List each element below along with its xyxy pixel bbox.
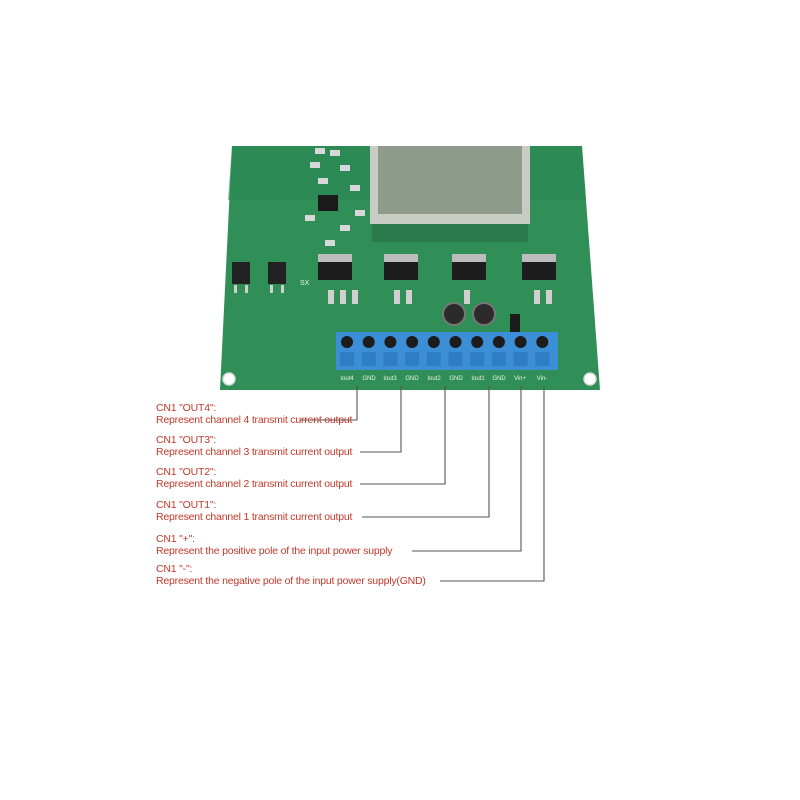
leader-lines — [300, 386, 545, 582]
terminal-screw — [492, 336, 505, 348]
terminal-label: Vin- — [536, 376, 548, 382]
transistor-group — [318, 254, 556, 280]
terminal-label: GND — [362, 376, 376, 382]
terminal-label: Iout1 — [471, 376, 485, 382]
terminal-socket — [340, 352, 354, 366]
terminal-socket — [361, 352, 376, 366]
callout-title: CN1 "OUT3": — [156, 434, 217, 446]
mounting-hole-left — [222, 372, 236, 386]
callout-title: CN1 "OUT4": — [156, 402, 217, 414]
terminal-label: GND — [449, 376, 463, 382]
terminal-label: Iout3 — [383, 376, 397, 382]
terminal-socket — [535, 352, 550, 366]
callout-description: Represent channel 4 transmit current out… — [156, 414, 353, 426]
callout-description: Represent the negative pole of the input… — [156, 575, 426, 587]
leader-out3 — [360, 386, 402, 453]
terminal-label: Iout4 — [340, 376, 354, 382]
terminal-screws — [340, 336, 550, 366]
lcd-bezel-bottom — [372, 224, 528, 242]
terminal-screw — [341, 336, 353, 348]
callout-vin-minus: CN1 "-": Represent the negative pole of … — [156, 563, 426, 587]
leader-out1 — [362, 386, 490, 518]
callout-description: Represent channel 1 transmit current out… — [156, 511, 353, 523]
smd-components-left — [305, 148, 365, 246]
switch-pins — [234, 285, 284, 293]
capacitor-1 — [442, 302, 466, 326]
leader-vin-minus — [440, 386, 545, 582]
leader-vin-plus — [412, 386, 522, 552]
terminal-socket — [491, 352, 506, 366]
callout-out4: CN1 "OUT4": Represent channel 4 transmit… — [156, 402, 352, 426]
mounting-hole-right — [583, 372, 597, 386]
terminal-socket — [513, 352, 528, 366]
callout-out1: CN1 "OUT1": Represent channel 1 transmit… — [156, 499, 352, 523]
terminal-screw — [471, 336, 484, 348]
callout-title: CN1 "OUT1": — [156, 499, 217, 511]
callout-title: CN1 "OUT2": — [156, 466, 217, 478]
sensor-post — [510, 314, 520, 336]
terminal-screw — [427, 336, 440, 348]
capacitor-2 — [472, 302, 496, 326]
switch-left-1 — [232, 262, 250, 284]
callout-out3: CN1 "OUT3": Represent channel 3 transmit… — [156, 434, 352, 458]
callout-out2: CN1 "OUT2": Represent channel 2 transmit… — [156, 466, 352, 490]
terminal-label: Iout2 — [427, 376, 441, 382]
sx-label: SX — [300, 280, 310, 287]
leader-out4 — [300, 386, 358, 421]
callout-vin-plus: CN1 "+": Represent the positive pole of … — [156, 533, 393, 557]
terminal-screw — [384, 336, 397, 348]
terminal-socket — [448, 352, 463, 366]
callout-title: CN1 "-": — [156, 563, 193, 575]
callout-description: Represent the positive pole of the input… — [156, 545, 393, 557]
terminal-label: Vin+ — [513, 376, 527, 382]
callout-description: Represent channel 3 transmit current out… — [156, 446, 353, 458]
resistor-row — [328, 290, 552, 304]
terminal-screw — [536, 336, 549, 348]
terminal-label: GND — [492, 376, 506, 382]
terminal-socket — [426, 352, 441, 366]
terminal-socket — [405, 352, 420, 366]
terminal-screw — [449, 336, 462, 348]
terminal-socket — [383, 352, 398, 366]
terminal-label: GND — [405, 376, 419, 382]
terminal-socket — [470, 352, 485, 366]
switch-left-2 — [268, 262, 286, 284]
terminal-screw — [406, 336, 419, 348]
lcd-screen — [378, 146, 522, 214]
leader-out2 — [360, 386, 446, 485]
callout-title: CN1 "+": — [156, 533, 195, 545]
terminal-screw — [514, 336, 527, 348]
ic-chip — [318, 195, 338, 211]
terminal-screw — [362, 336, 375, 348]
callout-description: Represent channel 2 transmit current out… — [156, 478, 353, 490]
